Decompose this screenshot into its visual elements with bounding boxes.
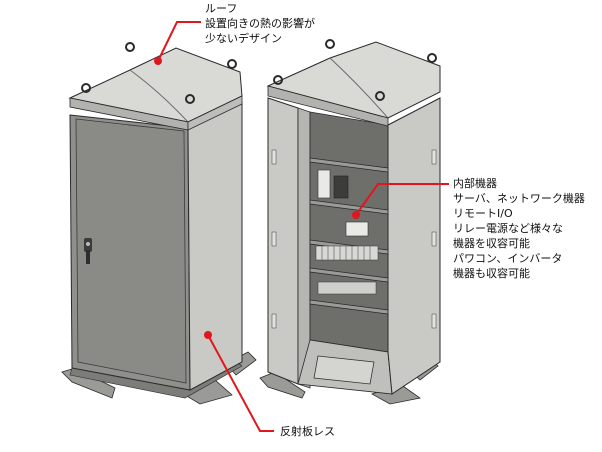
callout-reflector-line <box>207 334 274 432</box>
network-unit <box>333 175 349 199</box>
internal-annotation-line: 機器も収容可能 <box>453 267 530 280</box>
installed-equipment <box>315 169 379 295</box>
closed-roof-side-edge <box>187 95 243 131</box>
shelf-5 <box>309 299 389 315</box>
callout-internal-line <box>355 183 449 216</box>
shelf-1 <box>309 157 389 173</box>
open-floor-gland-plate <box>313 355 375 385</box>
closed-cabinet <box>61 42 257 405</box>
open-left-frame <box>297 107 311 389</box>
callout-reflector <box>204 331 274 432</box>
reflector-annotation-line: 反射板レス <box>280 425 335 438</box>
internal-annotation-line: パワコン、インバータ <box>453 252 563 265</box>
open-roof-front-edge <box>267 85 389 127</box>
server-unit <box>317 169 331 199</box>
internal-annotation-line: 内部機器 <box>453 177 497 190</box>
io-module <box>317 281 377 295</box>
shelf-4 <box>309 267 389 283</box>
lifting-eye-icon <box>273 39 437 101</box>
callout-internal <box>352 183 449 219</box>
callout-roof-line <box>157 21 201 62</box>
side-brackets <box>271 149 437 329</box>
door-handle-icon <box>84 238 92 264</box>
internal-annotation-line: リレー電源など様々な <box>453 222 563 235</box>
reflector-annotation: 反射板レス <box>280 424 335 439</box>
relay-power-unit <box>345 221 369 237</box>
closed-door <box>75 118 187 384</box>
roof-annotation-line: 設置向きの熱の影響が <box>205 17 315 30</box>
open-roof-ridge <box>329 57 389 119</box>
open-cabinet <box>259 39 441 405</box>
lifting-eye-icon <box>81 42 237 104</box>
roof-annotation-line: 少ないデザイン <box>205 32 282 45</box>
internal-annotation-line: サーバ、ネットワーク機器 <box>453 192 585 205</box>
roof-annotation: ルーフ 設置向きの熱の影響が 少ないデザイン <box>205 1 315 46</box>
terminal-block-row <box>315 245 379 261</box>
roof-annotation-line: ルーフ <box>205 2 238 15</box>
internal-equipment-annotation: 内部機器 サーバ、ネットワーク機器 リモートI/O リレー電源など様々な 機器を… <box>453 176 585 281</box>
internal-annotation-line: リモートI/O <box>453 207 513 220</box>
internal-annotation-line: 機器を収容可能 <box>453 237 530 250</box>
closed-roof-ridge <box>129 69 189 123</box>
callout-roof <box>154 21 201 65</box>
